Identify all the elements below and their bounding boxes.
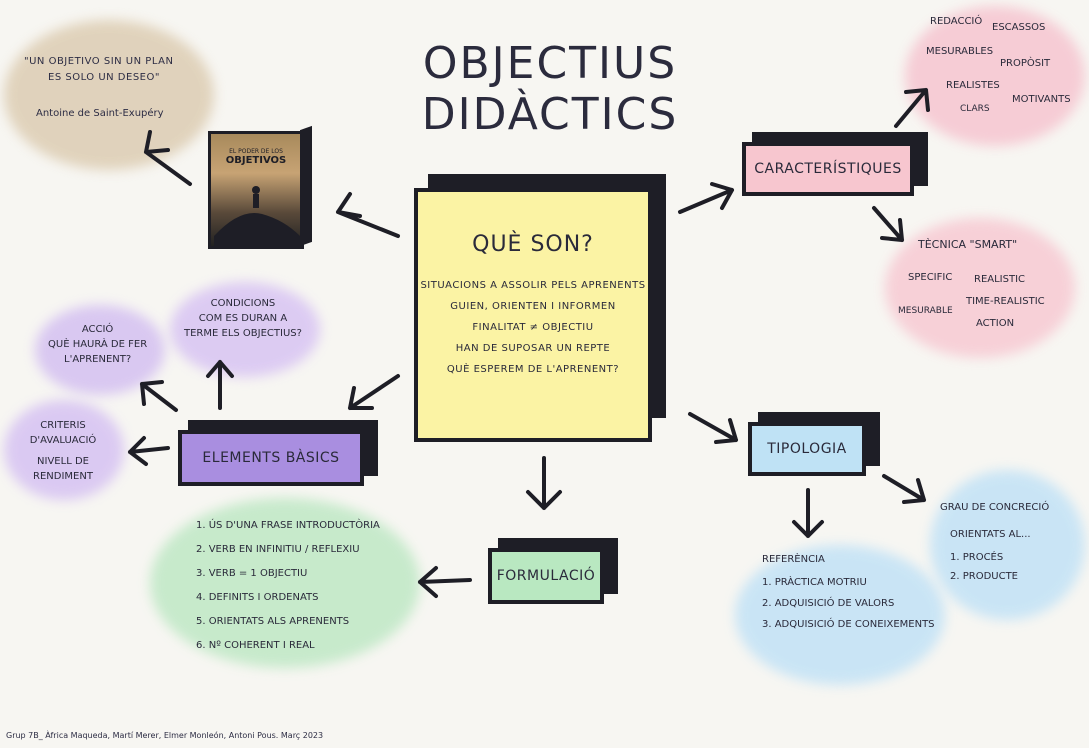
center-box: QUÈ SON? SITUACIONS A ASSOLIR PELS APREN…	[414, 174, 666, 442]
arrow-to-referencia	[792, 488, 824, 538]
arrow-to-elements	[348, 374, 400, 410]
smart-blob	[885, 218, 1075, 358]
arrow-to-condicions	[206, 360, 234, 410]
formulacio-box: FORMULACIÓ	[488, 538, 618, 604]
smart-word-3: MESURABLE	[898, 306, 953, 316]
accio-line-2: QUÈ HAURÀ DE FER	[48, 339, 148, 350]
arrow-to-smart	[872, 206, 904, 242]
formulacio-item-6: 6. Nº COHERENT I REAL	[196, 640, 315, 651]
accio-text: ACCIÓ QUÈ HAURÀ DE FER L'APRENENT?	[48, 322, 147, 367]
quote-text: "UN OBJETIVO SIN UN PLAN ES SOLO UN DESE…	[24, 54, 214, 86]
condicions-text: CONDICIONS COM ES DURAN A TERME ELS OBJE…	[184, 296, 302, 341]
quote-line-1: "UN OBJETIVO SIN UN PLAN	[24, 56, 174, 67]
referencia-text: REFERÈNCIA 1. PRÀCTICA MOTRIU 2. ADQUISI…	[762, 552, 935, 632]
arrow-to-caract-words	[894, 88, 930, 128]
referencia-line-1: REFERÈNCIA	[762, 554, 825, 565]
center-line-2: GUIEN, ORIENTEN I INFORMEN	[450, 301, 616, 312]
referencia-line-3: 2. ADQUISICIÓ DE VALORS	[762, 598, 895, 609]
caract-word-6: MOTIVANTS	[1012, 94, 1071, 105]
concrecio-line-3: 1. PROCÉS	[950, 552, 1004, 563]
condicions-blob	[170, 282, 320, 377]
arrow-to-criteris	[128, 436, 170, 466]
tipologia-label: TIPOLOGIA	[767, 441, 847, 457]
credits: Grup 7B_ Àfrica Maqueda, Martí Merer, El…	[6, 731, 324, 740]
center-line-4: HAN DE SUPOSAR UN REPTE	[455, 343, 611, 354]
caract-word-7: CLARS	[960, 104, 990, 114]
arrow-to-book	[336, 192, 400, 238]
condicions-line-1: CONDICIONS	[210, 298, 276, 309]
arrow-to-tipologia	[688, 412, 738, 444]
referencia-line-2: 1. PRÀCTICA MOTRIU	[762, 577, 867, 588]
formulacio-item-4: 4. DEFINITS I ORDENATS	[196, 592, 319, 603]
book-figure	[214, 186, 300, 246]
criteris-line-1: CRITERIS D'AVALUACIÓ	[29, 420, 97, 446]
caract-word-2: ESCASSOS	[992, 22, 1046, 33]
concrecio-line-2: ORIENTATS AL...	[950, 529, 1031, 540]
tipologia-box: TIPOLOGIA	[748, 412, 880, 476]
arrow-to-formulacio	[526, 456, 562, 510]
quote-blob	[4, 20, 214, 170]
accio-line-3: L'APRENENT?	[64, 354, 132, 365]
formulacio-item-3: 3. VERB = 1 OBJECTIU	[196, 568, 308, 579]
elements-box: ELEMENTS BÀSICS	[178, 420, 378, 486]
quote-author: Antoine de Saint-Exupéry	[36, 108, 164, 119]
caract-word-1: REDACCIÓ	[930, 16, 983, 27]
caract-word-4: PROPÒSIT	[1000, 58, 1051, 69]
criteris-text: CRITERIS D'AVALUACIÓ NIVELL DE RENDIMENT	[8, 418, 118, 484]
center-line-5: QUÈ ESPEREM DE L'APRENENT?	[446, 364, 620, 375]
formulacio-blob	[150, 498, 420, 668]
smart-word-5: ACTION	[976, 318, 1015, 329]
center-line-3: FINALITAT ≠ OBJECTIU	[472, 322, 594, 333]
formulacio-item-1: 1. ÚS D'UNA FRASE INTRODUCTÒRIA	[196, 520, 380, 531]
criteris-blob	[4, 400, 124, 500]
smart-title: TÈCNICA "SMART"	[918, 238, 1018, 251]
concrecio-text: GRAU DE CONCRECIÓ ORIENTATS AL... 1. PRO…	[940, 500, 1049, 584]
smart-word-1: SPECIFIC	[908, 272, 953, 283]
elements-label: ELEMENTS BÀSICS	[202, 450, 340, 466]
referencia-blob	[735, 545, 945, 685]
condicions-line-2: COM ES DURAN A	[198, 313, 288, 324]
center-heading: QUÈ SON?	[472, 232, 594, 257]
concrecio-line-1: GRAU DE CONCRECIÓ	[940, 502, 1050, 513]
quote-line-2: ES SOLO UN DESEO"	[48, 72, 160, 83]
criteris-line-3: RENDIMENT	[33, 471, 93, 482]
formulacio-item-5: 5. ORIENTATS ALS APRENENTS	[196, 616, 350, 627]
arrow-to-formulacio-list	[418, 566, 472, 598]
arrow-to-caracteristiques	[678, 182, 734, 214]
arrow-to-concrecio	[882, 474, 926, 504]
accio-line-1: ACCIÓ	[81, 324, 114, 335]
smart-word-2: REALISTIC	[974, 274, 1026, 285]
caracteristiques-label: CARACTERÍSTIQUES	[754, 161, 902, 177]
formulacio-label: FORMULACIÓ	[496, 568, 596, 584]
formulacio-item-2: 2. VERB EN INFINITIU / REFLEXIU	[196, 544, 360, 555]
arrow-to-quote	[144, 130, 192, 186]
concrecio-blob	[930, 470, 1085, 620]
caract-word-3: MESURABLES	[926, 46, 994, 57]
referencia-line-4: 3. ADQUISICIÓ DE CONEIXEMENTS	[762, 619, 935, 630]
smart-word-4: TIME-REALISTIC	[966, 296, 1045, 307]
caract-word-5: REALISTES	[946, 80, 1000, 91]
arrow-to-accio	[140, 380, 178, 412]
criteris-line-2: NIVELL DE	[37, 456, 89, 467]
book-title: OBJETIVOS	[225, 155, 287, 166]
center-line-1: SITUACIONS A ASSOLIR PELS APRENENTS	[420, 280, 646, 291]
page-title: OBJECTIUS DIDÀCTICS	[421, 38, 679, 140]
formulacio-list: 1. ÚS D'UNA FRASE INTRODUCTÒRIA 2. VERB …	[196, 514, 380, 658]
book-title-small: EL PODER DE LOS	[229, 148, 283, 155]
caracteristiques-box: CARACTERÍSTIQUES	[742, 132, 928, 196]
condicions-line-3: TERME ELS OBJECTIUS?	[184, 328, 302, 339]
caracteristiques-blob	[905, 6, 1085, 146]
accio-blob	[35, 305, 165, 395]
concrecio-line-4: 2. PRODUCTE	[950, 571, 1018, 582]
